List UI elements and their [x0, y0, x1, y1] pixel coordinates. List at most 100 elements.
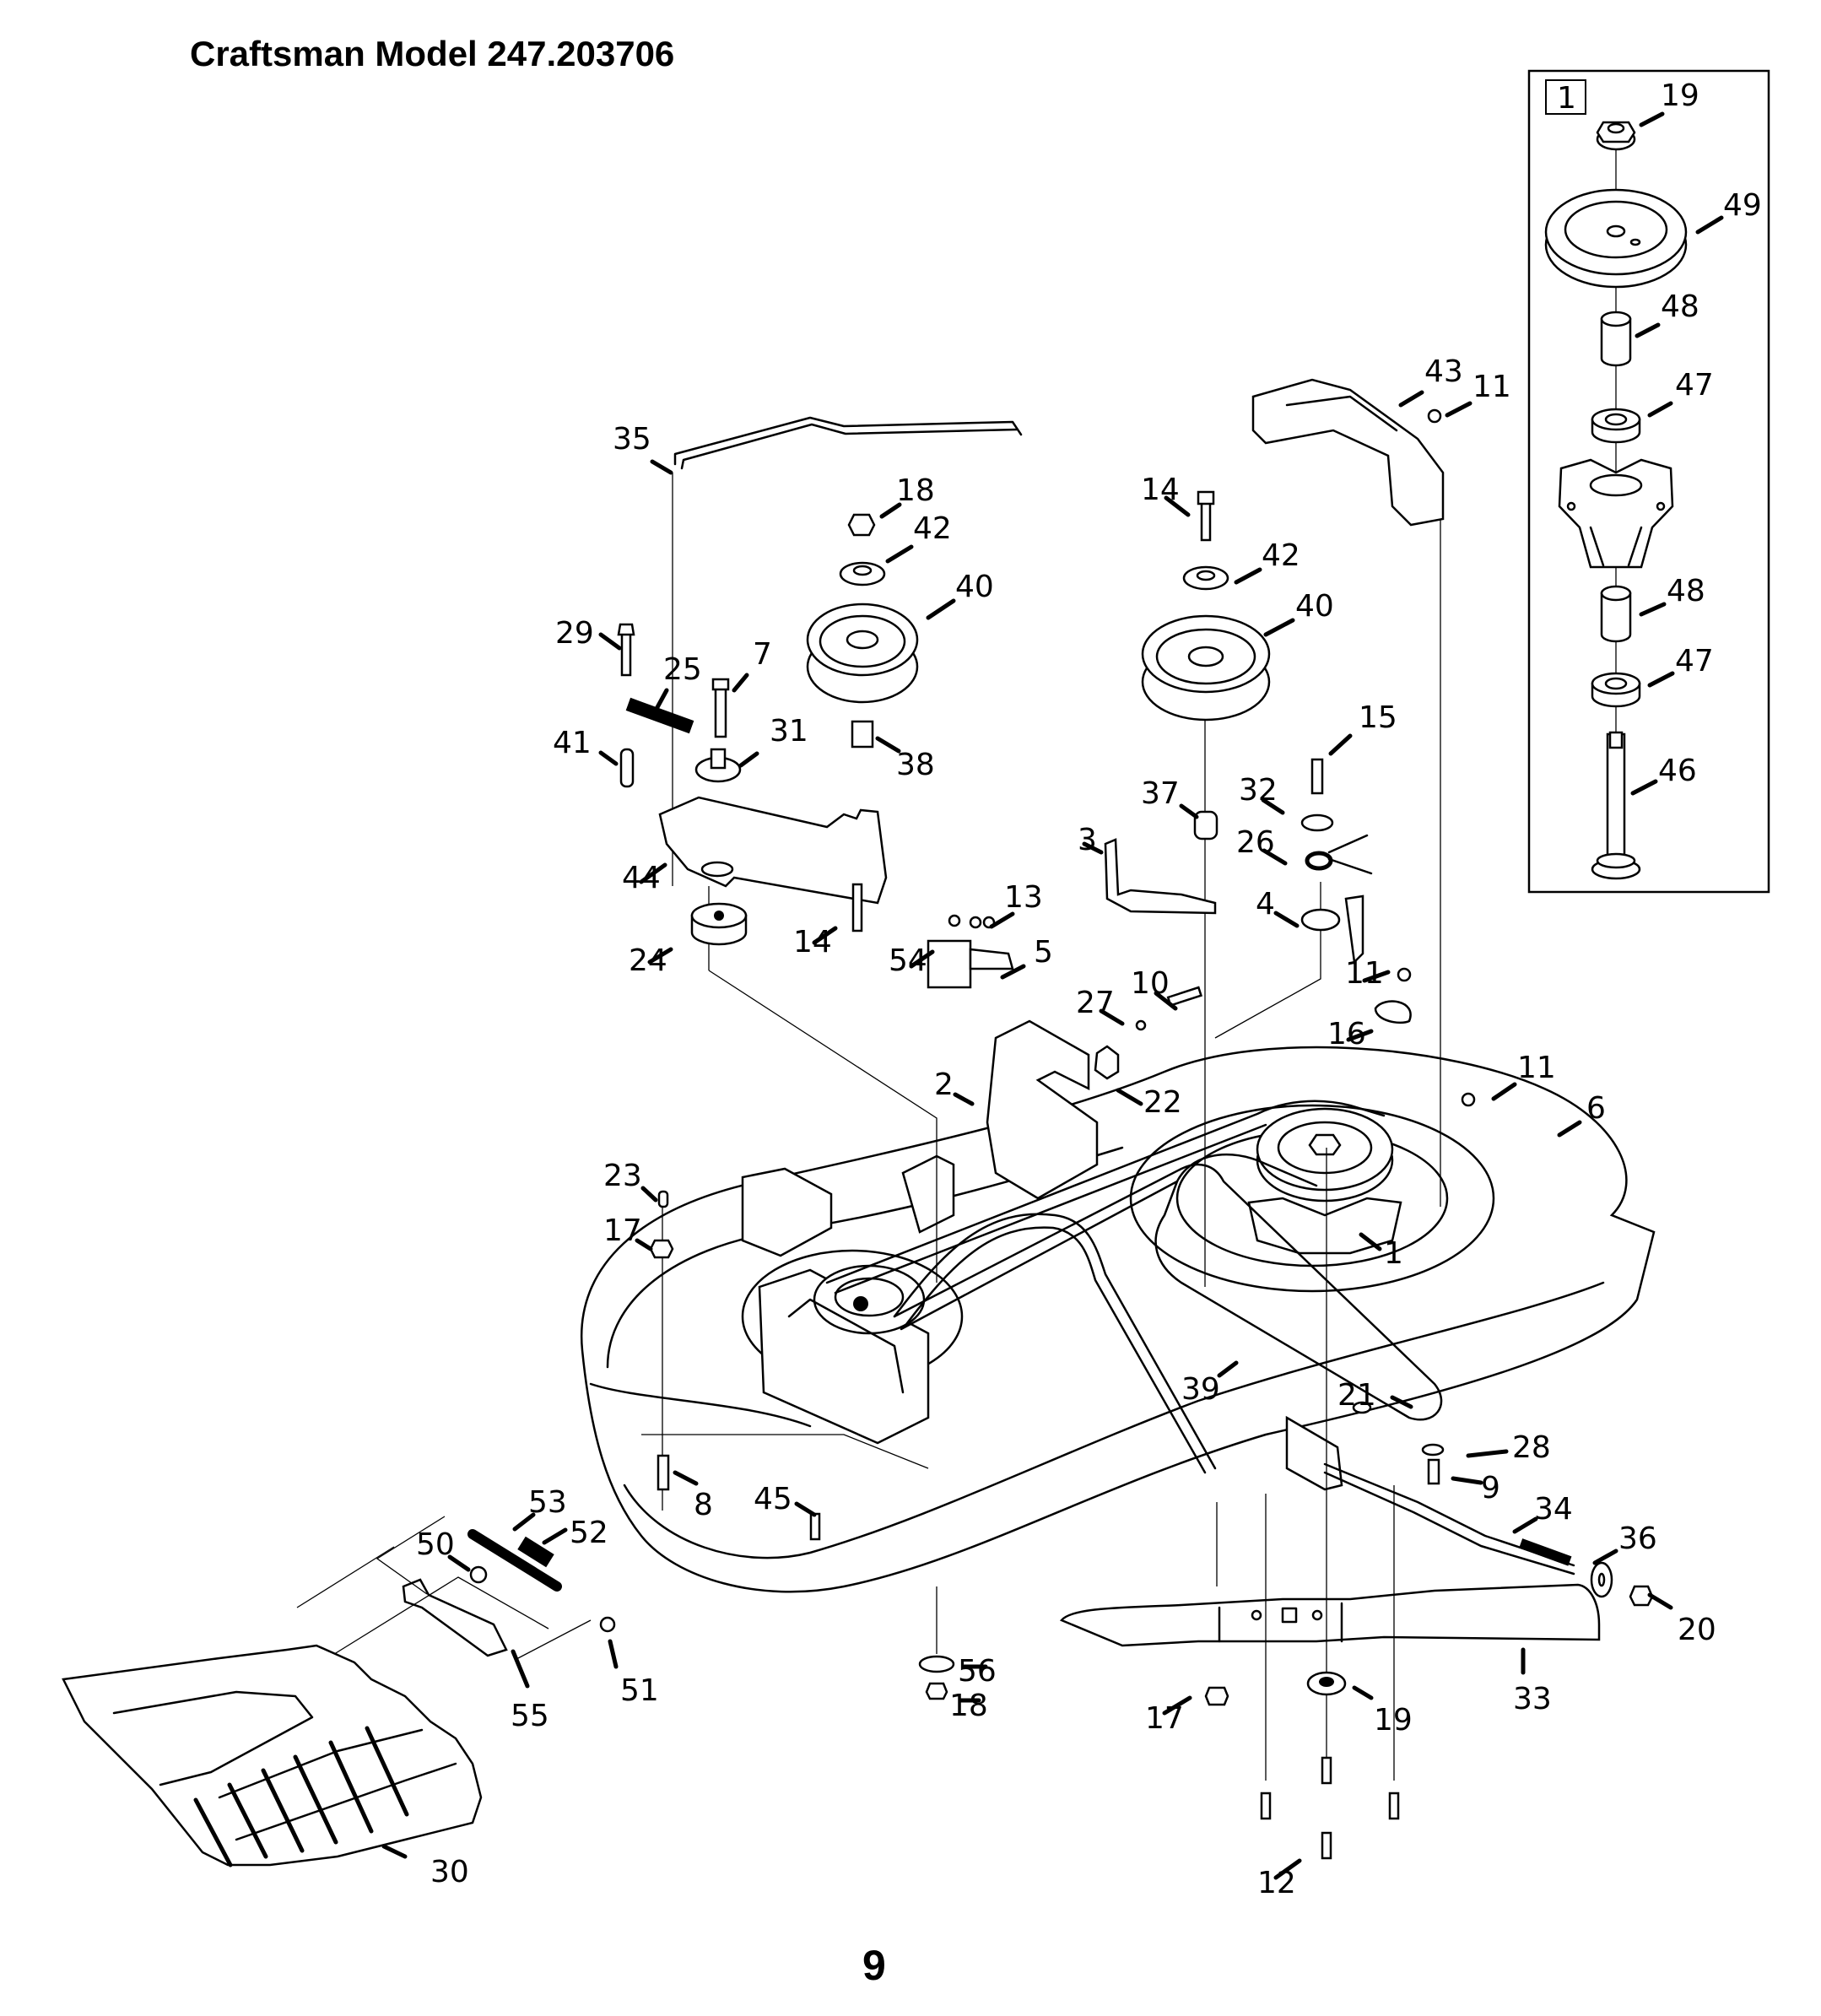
callout-label: 45 [754, 1482, 792, 1516]
callout-belt-keeper-bracket: 43 [1398, 354, 1463, 408]
callout-leader [511, 1649, 530, 1689]
callout-screw: 11 [1445, 370, 1511, 418]
callout-leader [639, 862, 667, 884]
callout-label: 32 [1239, 773, 1278, 808]
callout-label: 42 [913, 511, 952, 546]
callout-idler-bracket: 4 [1256, 887, 1300, 928]
callout-label: 30 [430, 1855, 469, 1889]
part-spacer [1600, 311, 1632, 367]
callout-label: 22 [1143, 1085, 1182, 1120]
callout-leader [885, 544, 914, 564]
chute-explode-lines [296, 1516, 592, 1660]
callout-deck-stabilizer-rod: 34 [1512, 1492, 1573, 1534]
callout-lock-nut: 18 [949, 1689, 988, 1723]
callout-lock-nut: 18 [879, 473, 935, 519]
callout-leader [1491, 1082, 1517, 1101]
callout-label: 3 [1078, 823, 1097, 857]
callout-leader [879, 502, 902, 519]
callout-leader [732, 673, 749, 693]
part-bearing [1591, 672, 1641, 708]
callout-label: 11 [1517, 1051, 1556, 1085]
callout-label: 39 [1181, 1372, 1220, 1407]
callout-label: 41 [553, 726, 592, 760]
callout-leader [812, 926, 838, 945]
callout-label: 47 [1675, 368, 1714, 403]
callout-idler-arm: 44 [622, 861, 667, 895]
part-lock-nut-18b [925, 1682, 948, 1700]
callout-label: 18 [896, 473, 935, 508]
callout-leader [1398, 390, 1424, 408]
callout-leader [1328, 733, 1353, 756]
callout-label: 36 [1618, 1521, 1657, 1556]
part-bolt-15 [1310, 758, 1324, 795]
callout-spacer: 48 [1635, 289, 1699, 338]
callout-label: 21 [1337, 1378, 1376, 1413]
part-screw-11c [1461, 1092, 1476, 1107]
callout-bushing: 32 [1239, 773, 1285, 815]
callout-spindle-shaft: 46 [1630, 754, 1697, 796]
callout-label: 52 [570, 1516, 608, 1550]
callout-spacer: 38 [875, 736, 935, 782]
callout-label: 4 [1256, 887, 1275, 922]
callout-spindle-pulley: 49 [1695, 188, 1762, 235]
callout-label: 50 [416, 1527, 455, 1562]
callout-label: 44 [622, 861, 661, 895]
callout-spacer: 37 [1141, 776, 1199, 819]
part-belt-guide-3 [1104, 838, 1217, 915]
callout-label: 7 [753, 637, 772, 672]
callout-label: 27 [1076, 986, 1115, 1020]
page-number: 9 [862, 1942, 886, 1989]
part-lock-nut-17b [1204, 1686, 1229, 1706]
callout-label: 23 [603, 1159, 642, 1193]
part-screw-11b [1397, 967, 1412, 982]
callout-bolt: 45 [754, 1482, 817, 1517]
callout-leader [1362, 970, 1391, 983]
part-washer-36 [1590, 1561, 1613, 1598]
callout-leader [1359, 1232, 1382, 1251]
callout-bolt: 29 [555, 616, 622, 651]
callout-leader [1512, 1516, 1538, 1534]
callout-label: 13 [1004, 880, 1043, 915]
callout-leader [1116, 1088, 1143, 1106]
callout-leader [1154, 991, 1178, 1011]
callout-leader [598, 632, 622, 651]
callout-spacer: 23 [603, 1159, 658, 1203]
callout-hex-flange-nut: 19 [1639, 78, 1699, 127]
part-spindle-housing [1558, 458, 1674, 569]
callout-leader [1451, 1476, 1483, 1485]
part-spacer-37 [1193, 810, 1219, 840]
callout-flat-idler-pulley: 40 [1263, 589, 1334, 637]
callout-leader [909, 949, 935, 969]
callout-washer: 28 [1466, 1430, 1551, 1465]
part-lock-nut-20 [1629, 1585, 1654, 1607]
callout-label: 12 [1257, 1866, 1296, 1900]
callout-lock-nut: 17 [603, 1213, 653, 1251]
callout-hairpin-clip: 21 [1337, 1378, 1413, 1413]
callout-discharge-chute: 30 [381, 1844, 469, 1889]
part-hairpin-clip [1352, 1401, 1372, 1414]
callout-label: 47 [1675, 644, 1714, 678]
callout-leader [673, 1470, 699, 1486]
callout-leader [1647, 1592, 1673, 1610]
callout-bracket: 5 [1000, 935, 1053, 980]
part-idler-arm [658, 796, 888, 905]
callout-leader [1639, 111, 1665, 127]
callout-leader [635, 1238, 653, 1251]
callout-label: 17 [603, 1213, 642, 1248]
callout-leader [381, 1844, 408, 1859]
callout-label: 46 [1658, 754, 1697, 788]
callout-idler-rod: 35 [613, 422, 673, 475]
callout-lock-washer: 27 [1076, 986, 1125, 1026]
inset-reference-tag: 1 [1545, 79, 1586, 116]
callout-label: 20 [1678, 1613, 1716, 1647]
callout-label: 9 [1481, 1471, 1500, 1505]
part-hex-flange-nut-19 [1306, 1671, 1347, 1696]
deck-rear-brackets [741, 1154, 955, 1257]
callout-washer: 36 [1592, 1521, 1657, 1565]
part-washer-28 [1421, 1443, 1445, 1457]
callout-bolt: 15 [1328, 700, 1397, 756]
part-lock-nut [847, 513, 876, 537]
callout-screw: 11 [1345, 956, 1391, 991]
callout-lock-nut: 17 [1145, 1695, 1192, 1736]
